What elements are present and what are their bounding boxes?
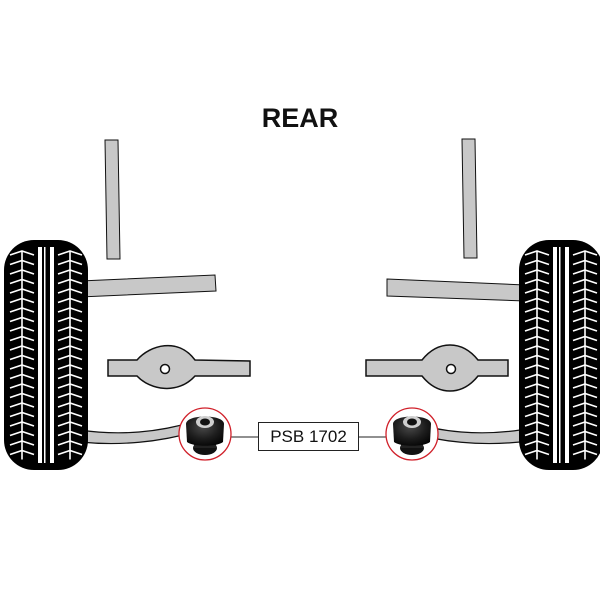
right-hub-bolt-icon [445,363,457,375]
right-upright-link [461,138,478,259]
right-upper-arm [386,278,526,302]
part-number-label: PSB 1702 [258,422,359,451]
left-tyre-icon [4,240,88,470]
left-upright-link [104,139,121,260]
right-hub-carrier [365,344,509,392]
left-upper-arm [79,274,217,298]
diagram-title: REAR [261,103,339,133]
left-bush-icon [178,407,232,461]
right-tyre-icon [519,240,600,470]
right-bush-icon [385,407,439,461]
left-lower-arm [79,421,195,445]
left-hub-bolt-icon [159,363,171,375]
left-hub-carrier [107,344,251,390]
